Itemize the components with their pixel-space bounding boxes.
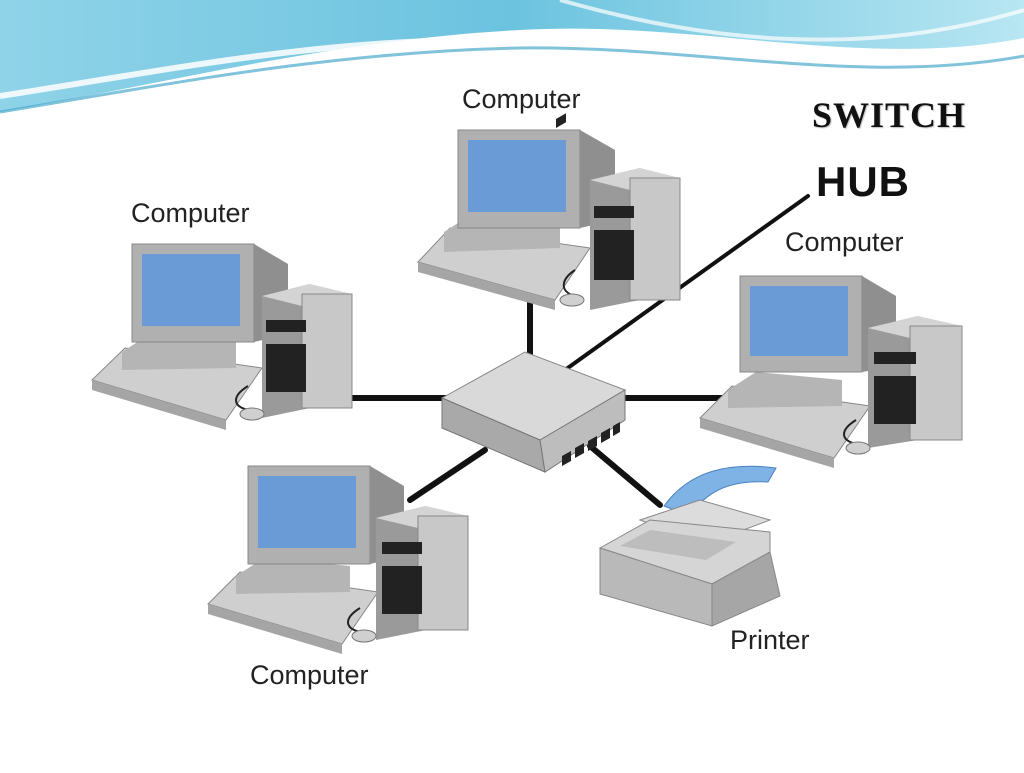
computer-left — [91, 243, 353, 430]
header-wave — [0, 0, 1024, 114]
computer-right-label: Computer — [785, 227, 904, 257]
computer-left-label: Computer — [131, 198, 250, 228]
printer-label: Printer — [730, 625, 810, 655]
printer — [598, 465, 781, 627]
slide-title: SWITCH — [812, 95, 967, 135]
computer-bottom-label: Computer — [250, 660, 369, 690]
computer-top-label: Computer — [462, 84, 581, 114]
hub-device — [440, 113, 627, 473]
computer-right — [699, 275, 963, 468]
network-cables — [342, 194, 810, 508]
computer-bottom — [207, 465, 469, 654]
cable-bottom-left — [407, 447, 488, 503]
computer-top — [417, 129, 681, 310]
cable-printer — [587, 443, 663, 508]
hub-label: HUB — [816, 158, 910, 205]
